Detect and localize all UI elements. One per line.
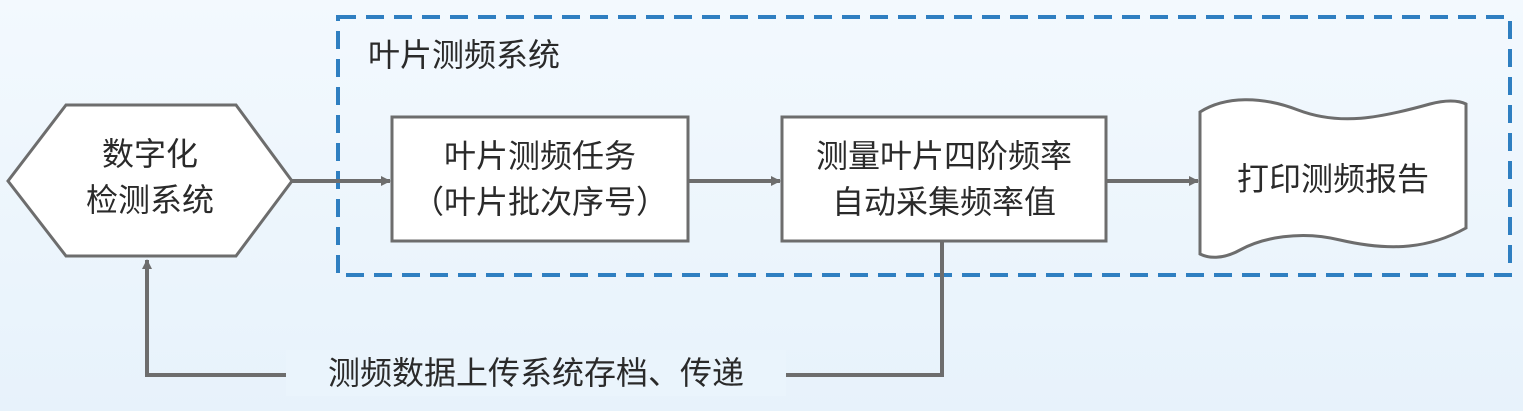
task-line2: （叶片批次序号） (411, 183, 668, 221)
task-box[interactable] (390, 115, 690, 243)
feedback-label: 测频数据上传系统存档、传递 (286, 350, 786, 396)
digital-system-line1: 数字化 (101, 135, 198, 173)
group-title: 叶片测频系统 (368, 36, 561, 74)
task-label: 叶片测频任务 （叶片批次序号） (392, 133, 688, 225)
measure-line1: 测量叶片四阶频率 (815, 137, 1072, 175)
measure-line2: 自动采集频率值 (831, 183, 1056, 221)
task-line1: 叶片测频任务 (443, 137, 636, 175)
digital-system-hexagon[interactable] (6, 103, 294, 258)
measure-box[interactable] (780, 115, 1108, 243)
group-boundary (336, 15, 1512, 277)
digital-system-label: 数字化 检测系统 (60, 131, 240, 223)
measure-label: 测量叶片四阶频率 自动采集频率值 (782, 133, 1106, 225)
report-label: 打印测频报告 (1236, 160, 1429, 198)
report-document[interactable] (1198, 98, 1468, 259)
digital-system-line2: 检测系统 (85, 181, 214, 219)
